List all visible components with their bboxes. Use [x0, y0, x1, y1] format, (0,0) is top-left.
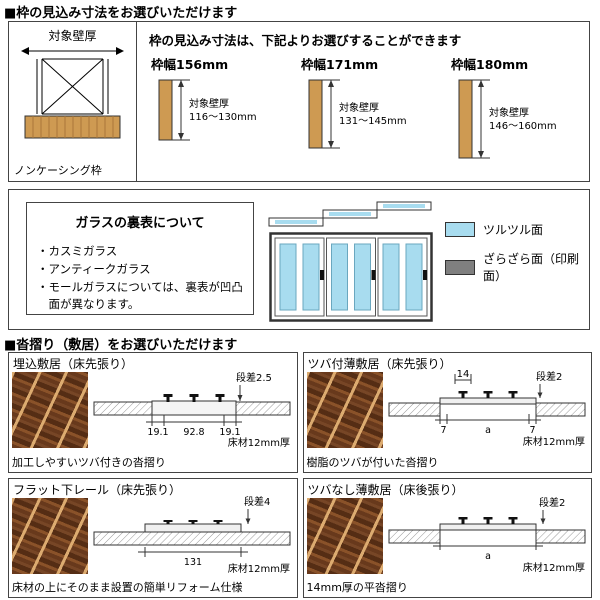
- sill-cell-flat-rail: フラット下レール（床先張り） 段差4: [8, 477, 298, 598]
- sill-photo: [306, 372, 383, 448]
- sill-photo: [12, 372, 88, 448]
- frame-option-diagram-156: 対象壁厚 116～130mm: [158, 79, 257, 141]
- dim-center: a: [485, 551, 491, 562]
- legend-label-rough: ざらざら面（印刷面）: [483, 252, 580, 283]
- sill-title: ツバ付薄敷居（床先張り）: [307, 357, 452, 371]
- sill-caption: 樹脂のツバが付いた沓摺り: [306, 455, 439, 469]
- frame-option-156: 枠幅156mm 対象壁厚 116～130mm: [141, 54, 291, 180]
- wall-thickness-label: 対象壁厚: [48, 29, 97, 43]
- sill-title: ツバなし薄敷居（床後張り）: [307, 482, 464, 497]
- wall-range-title: 対象壁厚: [489, 106, 529, 119]
- door-front-diagram: [269, 232, 433, 322]
- dim-right: 7: [529, 425, 535, 436]
- dim-center: 92.8: [183, 427, 204, 438]
- glass-info-title: ガラスの裏表について: [75, 216, 205, 231]
- wall-range-title: 対象壁厚: [189, 97, 229, 110]
- glass-bullet-list: ・カスミガラス ・アンティークガラス ・モールガラスについては、裏表が凹凸面が異…: [37, 243, 247, 314]
- sill-caption: 14mm厚の平沓摺り: [306, 581, 408, 594]
- sill-diagram-embedded: 段差2.5 19.1 92.8 19.1 床材12mm厚: [93, 371, 291, 448]
- dim-floor: 床材12mm厚: [228, 562, 290, 574]
- frame-width-label: 枠幅156mm: [151, 57, 229, 72]
- sill-caption: 加工しやすいツバ付きの沓摺り: [12, 455, 166, 469]
- wall-section-diagram: [21, 47, 124, 139]
- frame-box-header: 枠の見込み寸法は、下記よりお選びすることができます: [149, 33, 462, 48]
- dim-right: 19.1: [219, 427, 240, 438]
- glass-bullet: ・アンティークガラス: [37, 261, 151, 276]
- dim-step: 段差2: [539, 496, 565, 509]
- frame-wall-panel: 対象壁厚 ノンケーシング枠: [9, 22, 137, 181]
- glass-bullet: ・モールガラスについては、裏表が凹凸面が異なります。: [37, 279, 243, 312]
- sill-diagram-flanged-thin: 14 段差2 7 a 7 床材12mm厚: [388, 369, 585, 448]
- sill-caption: 床材の上にそのまま設置の簡単リフォーム仕様: [12, 581, 243, 594]
- sill-cell-embedded: 埋込敷居（床先張り） 段差2.5: [8, 352, 298, 473]
- frame-option-diagram-180: 対象壁厚 146～160mm: [458, 79, 557, 159]
- rough-surface-swatch: [445, 259, 475, 275]
- glass-box: ガラスの裏表について ・カスミガラス ・アンティークガラス ・モールガラスについ…: [8, 189, 590, 330]
- dim-center: 131: [184, 557, 202, 568]
- smooth-surface-swatch: [445, 222, 475, 237]
- dim-left: 7: [440, 425, 446, 436]
- wall-range-value: 116～130mm: [189, 112, 257, 123]
- legend-row-smooth: ツルツル面: [445, 221, 589, 238]
- legend-label-smooth: ツルツル面: [483, 223, 544, 237]
- sill-title: フラット下レール（床先張り）: [13, 482, 182, 497]
- sill-diagram-flangeless-thin: 段差2 a 床材12mm厚: [388, 496, 585, 574]
- dim-floor: 床材12mm厚: [522, 435, 584, 448]
- sill-photo: [12, 497, 88, 574]
- frame-section-title: ■枠の見込み寸法をお選びいただけます: [4, 6, 238, 21]
- dim-top: 14: [456, 369, 469, 380]
- frame-options-row: 枠幅156mm 対象壁厚 116～130mm 枠幅171mm: [141, 54, 589, 180]
- sill-title: 埋込敷居（床先張り）: [13, 357, 134, 371]
- dim-center: a: [485, 425, 491, 436]
- frame-option-180: 枠幅180mm 対象壁厚 146～160mm: [441, 54, 591, 180]
- dim-step: 段差4: [244, 495, 270, 508]
- glass-info-panel: ガラスの裏表について ・カスミガラス ・アンティークガラス ・モールガラスについ…: [26, 202, 254, 315]
- dim-step: 段差2.5: [236, 371, 272, 384]
- dim-floor: 床材12mm厚: [522, 561, 584, 574]
- sill-cell-flanged-thin: ツバ付薄敷居（床先張り） 14: [302, 352, 592, 473]
- frame-box: 対象壁厚 ノンケーシング枠 枠の見込み寸法は、下記よりお選びすることができます: [8, 21, 590, 182]
- frame-options-panel: 枠の見込み寸法は、下記よりお選びすることができます 枠幅156mm 対象壁厚 1…: [137, 22, 589, 181]
- noncasing-frame-label: ノンケーシング枠: [14, 164, 102, 177]
- sill-section-title: ■沓摺り（敷居）をお選びいただけます: [4, 338, 238, 353]
- frame-option-171: 枠幅171mm 対象壁厚 131～145mm: [291, 54, 441, 180]
- sill-grid: 埋込敷居（床先張り） 段差2.5: [8, 352, 592, 598]
- wall-range-value: 146～160mm: [489, 121, 557, 132]
- dim-floor: 床材12mm厚: [228, 436, 290, 448]
- sill-diagram-flat-rail: 段差4 131 床材12mm厚: [93, 495, 291, 574]
- door-plan-diagram: [268, 201, 432, 227]
- wall-range-value: 131～145mm: [339, 116, 407, 127]
- glass-legend: ツルツル面 ざらざら面（印刷面）: [445, 221, 589, 296]
- frame-width-label: 枠幅171mm: [301, 57, 379, 72]
- dim-step: 段差2: [536, 370, 562, 383]
- sill-photo: [306, 497, 383, 574]
- legend-row-rough: ざらざら面（印刷面）: [445, 250, 589, 284]
- dim-left: 19.1: [147, 427, 168, 438]
- frame-option-diagram-171: 対象壁厚 131～145mm: [308, 79, 407, 149]
- sill-cell-flangeless-thin: ツバなし薄敷居（床後張り） 段差2: [302, 477, 592, 598]
- wall-range-title: 対象壁厚: [339, 101, 379, 114]
- glass-bullet: ・カスミガラス: [37, 244, 118, 258]
- frame-width-label: 枠幅180mm: [451, 57, 529, 72]
